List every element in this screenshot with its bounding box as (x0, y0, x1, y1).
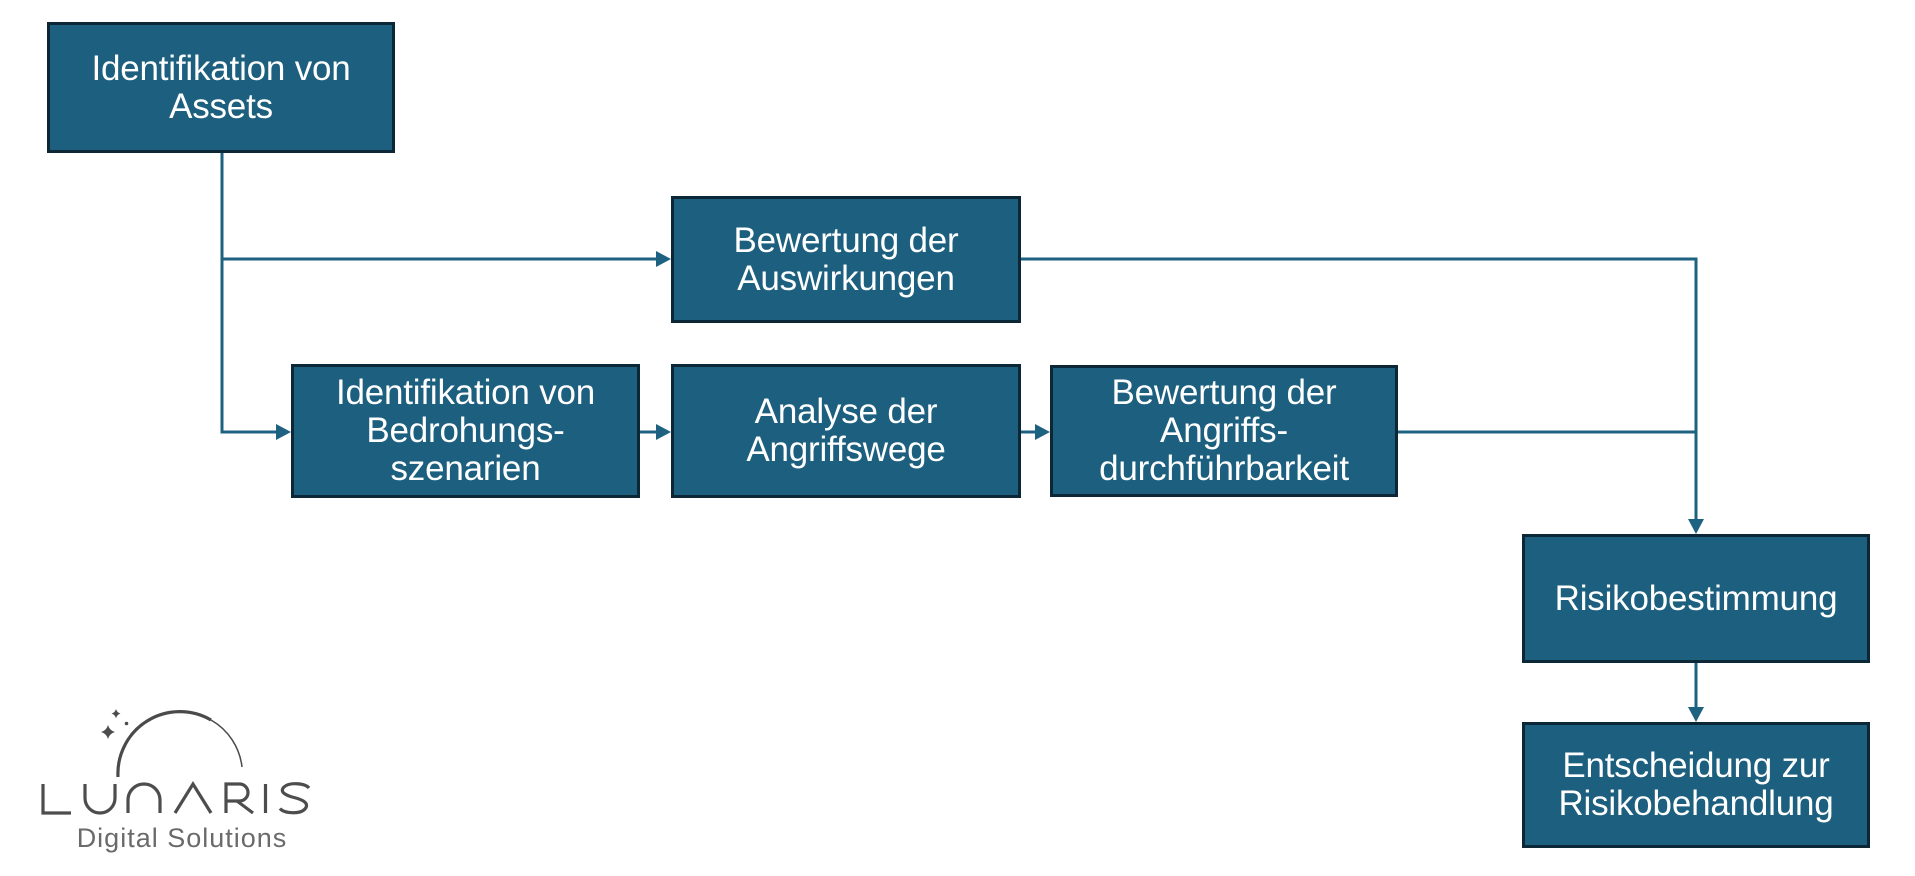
logo-tagline: Digital Solutions (77, 823, 288, 853)
logo-wordmark (41, 780, 311, 815)
node-bewertung-angriffsdurchfuehrbarkeit: Bewertung der Angriffs- durchführbarkeit (1050, 365, 1398, 497)
sparkle-icon (101, 709, 129, 739)
moon-arc-icon (116, 710, 243, 778)
edge-bedrohungsszenarien-to-angriffswege (640, 424, 671, 440)
edge-angriffswege-to-durchfuehrbarkeit (1021, 424, 1050, 440)
lunaris-logo: Digital Solutions (41, 709, 311, 853)
node-identifikation-assets: Identifikation von Assets (47, 22, 395, 153)
node-analyse-angriffswege: Analyse der Angriffswege (671, 364, 1021, 498)
node-risikobestimmung: Risikobestimmung (1522, 534, 1870, 663)
edge-assets-to-auswirkungen (220, 153, 671, 267)
node-entscheidung-risikobehandlung: Entscheidung zur Risikobehandlung (1522, 722, 1870, 848)
edge-risikobestimmung-to-entscheidung (1688, 663, 1704, 722)
node-identifikation-bedrohungsszenarien: Identifikation von Bedrohungs- szenarien (291, 364, 640, 498)
node-bewertung-auswirkungen: Bewertung der Auswirkungen (671, 196, 1021, 323)
edge-assets-to-bedrohungsszenarien (220, 259, 291, 440)
